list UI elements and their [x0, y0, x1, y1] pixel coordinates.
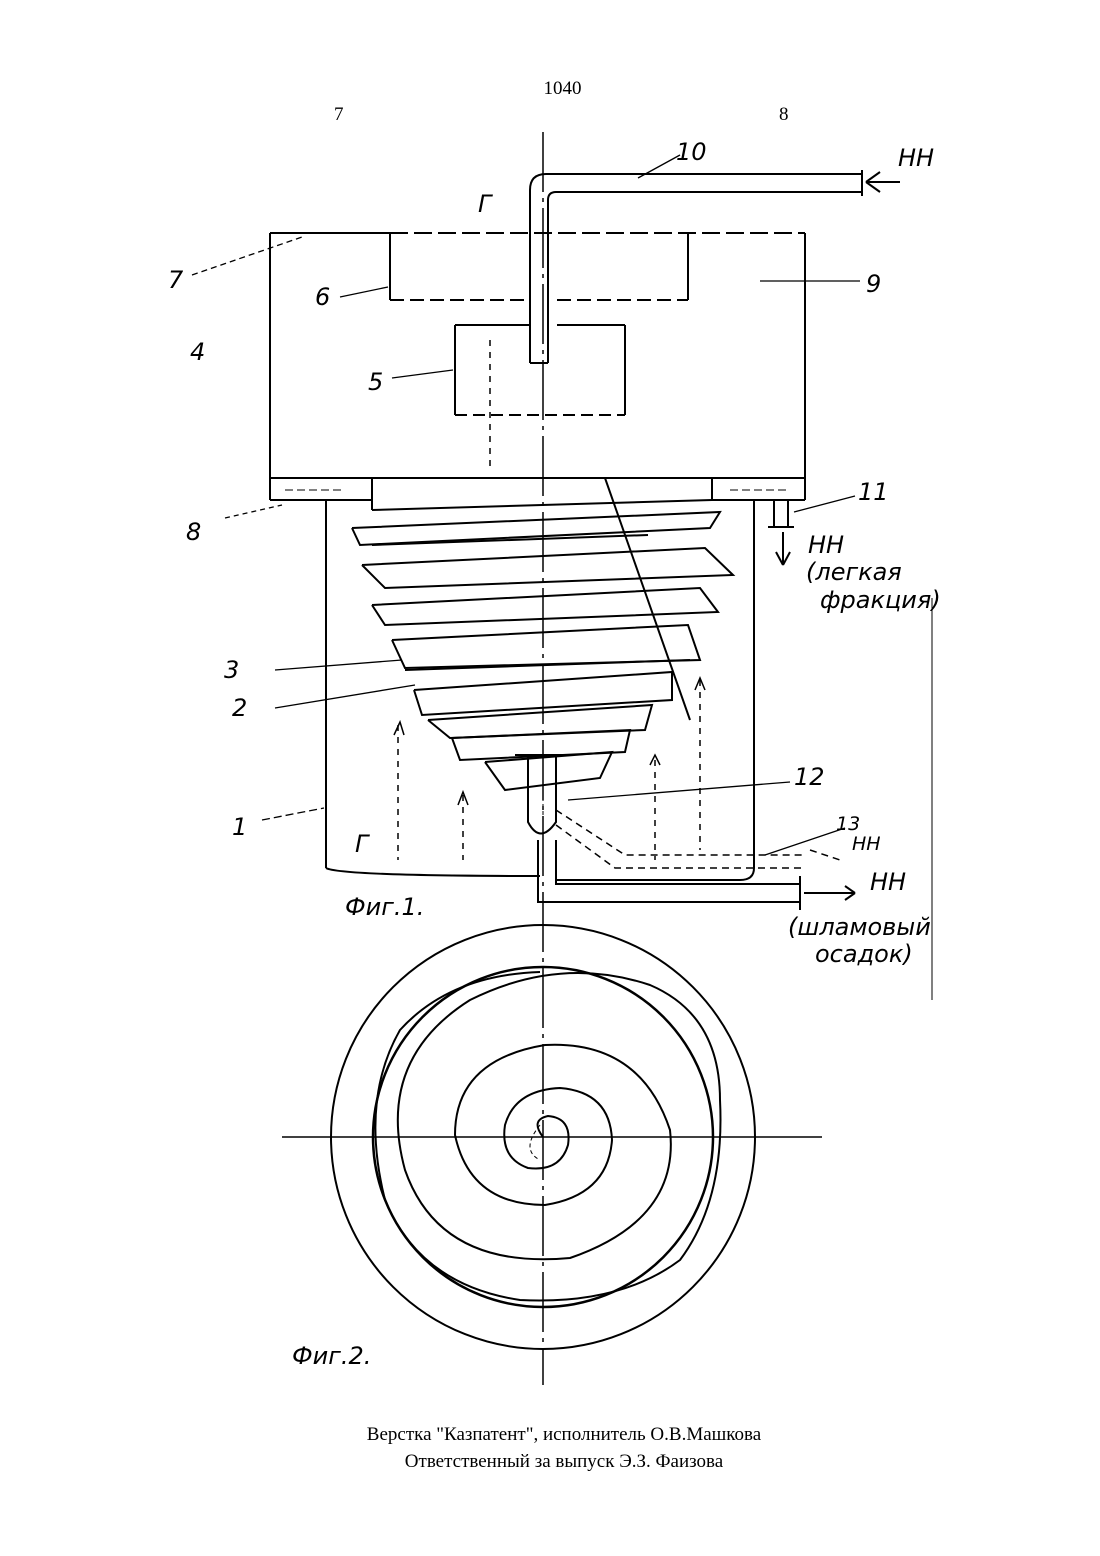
label-13-nn: НН [852, 833, 881, 855]
label-light-nn: НН [808, 531, 844, 559]
label-3: 3 [224, 656, 239, 684]
label-13: 13 [836, 813, 860, 835]
spiral-plan-view [282, 925, 822, 1349]
label-6: 6 [315, 283, 330, 311]
label-5: 5 [368, 368, 383, 396]
label-1: 1 [232, 813, 247, 841]
label-2: 2 [232, 694, 247, 722]
label-8: 8 [186, 518, 201, 546]
footer-layout-credit: Верстка "Казпатент", исполнитель О.В.Маш… [0, 1424, 1100, 1446]
label-light-fraction-1: (легкая [806, 558, 902, 586]
label-fig2: Фиг.2. [292, 1342, 371, 1370]
label-11: 11 [858, 478, 889, 506]
light-fraction-outlet [768, 500, 794, 565]
label-4: 4 [190, 338, 205, 366]
inlet-pipe [530, 170, 900, 363]
dashed-pipe-13 [556, 810, 840, 868]
label-7: 7 [168, 266, 184, 294]
label-fig1: Фиг.1. [345, 893, 424, 921]
label-sludge-2: осадок) [815, 940, 913, 968]
label-sludge-nn: НН [870, 868, 906, 896]
footer-responsible: Ответственный за выпуск Э.З. Фаизова [0, 1451, 1100, 1473]
label-10: 10 [676, 138, 707, 166]
label-sludge-1: (шламовый [788, 913, 931, 941]
label-12: 12 [794, 763, 825, 791]
upper-housing [270, 233, 805, 510]
label-gamma-top: Г [478, 190, 493, 218]
flow-arrows [398, 340, 700, 860]
label-light-fraction-2: фракция) [820, 586, 941, 614]
label-9: 9 [866, 270, 881, 298]
label-inlet-nn: НН [898, 144, 934, 172]
label-gamma-bottom: Г [355, 830, 370, 858]
